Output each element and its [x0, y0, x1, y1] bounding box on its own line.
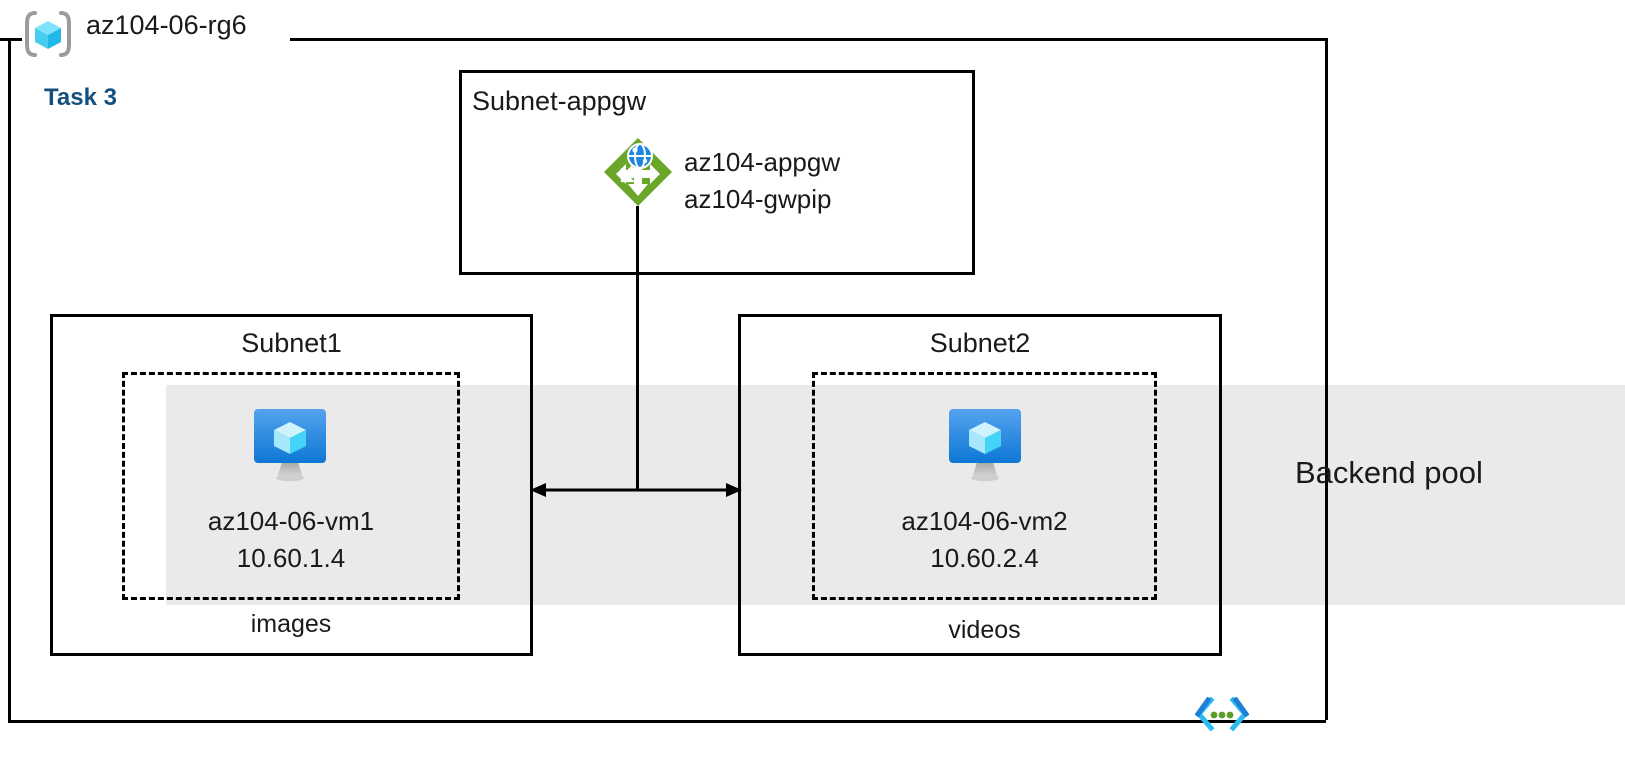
subnet2-vm-name: az104-06-vm2: [901, 506, 1068, 536]
subnet-link-arrow: [528, 474, 744, 506]
subnet1-vm-group[interactable]: [122, 372, 460, 600]
virtual-machine-icon: [944, 404, 1026, 482]
subnet1-vm-ip: 10.60.1.4: [236, 543, 346, 573]
resource-group-cube-icon: [22, 8, 74, 60]
subnet1-caption: images: [250, 610, 332, 638]
resource-group-border-top-left: [0, 38, 22, 41]
subnet-appgw-title: Subnet-appgw: [472, 86, 647, 116]
subnet2-title: Subnet2: [929, 328, 1031, 358]
resource-group-border-right: [1325, 38, 1328, 720]
resource-group-title: az104-06-rg6: [86, 10, 247, 40]
application-gateway-icon: [602, 136, 674, 208]
resource-group-border-bottom: [8, 720, 1326, 723]
resource-group-border-left: [8, 38, 11, 720]
appgw-resource-name-1: az104-gwpip: [684, 184, 832, 214]
appgw-vertical-connector: [636, 206, 639, 490]
subnet2-vm-group[interactable]: [812, 372, 1157, 600]
subnet1-vm-name: az104-06-vm1: [207, 506, 375, 536]
subnet1-title: Subnet1: [241, 328, 342, 358]
subnet2-vm-ip: 10.60.2.4: [930, 543, 1039, 573]
subnet2-caption: videos: [948, 616, 1021, 644]
code-brackets-icon: [1194, 696, 1250, 732]
subnet-appgw-box[interactable]: [459, 70, 975, 275]
appgw-resource-name-0: az104-appgw: [684, 147, 841, 177]
subnet2-box[interactable]: [738, 314, 1222, 656]
backend-pool-band: [166, 385, 1625, 605]
subnet1-box[interactable]: [50, 314, 533, 656]
virtual-machine-icon: [249, 404, 331, 482]
resource-group-border-top-right: [290, 38, 1327, 41]
task-label: Task 3: [44, 84, 117, 111]
backend-pool-label: Backend pool: [1295, 455, 1483, 490]
